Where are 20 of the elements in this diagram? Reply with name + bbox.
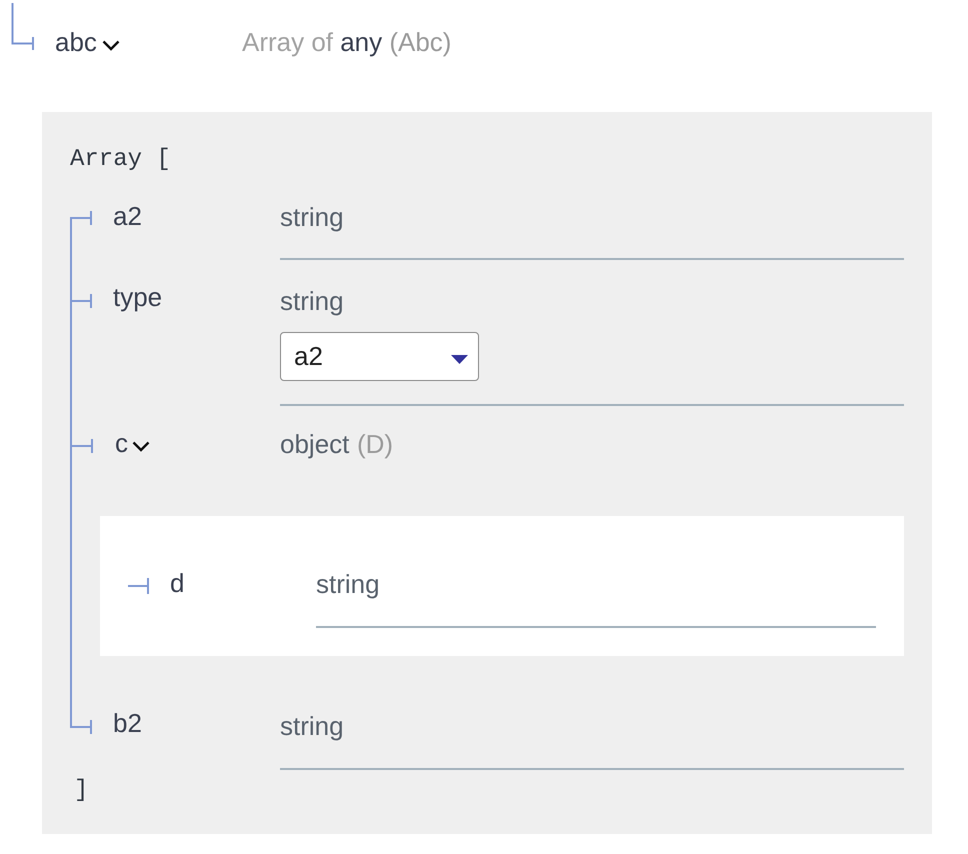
schema-panel: [42, 112, 932, 834]
type-prefix: Array of: [242, 27, 334, 57]
type-text: string: [280, 711, 344, 741]
property-name: type: [113, 282, 162, 312]
type-ref: (D): [357, 429, 394, 459]
property-name: a2: [113, 201, 142, 231]
property-name: c: [115, 428, 128, 458]
type-ref: (Abc): [389, 27, 452, 57]
property-name: b2: [113, 708, 142, 738]
select-dropdown: a2: [280, 332, 479, 381]
type-text: string: [316, 569, 380, 599]
nested-panel: [100, 516, 904, 656]
type-text: object: [280, 429, 350, 459]
property-name: d: [170, 568, 184, 598]
property-name: abc: [55, 27, 97, 57]
code-text: ]: [74, 776, 88, 805]
code-text: Array [: [70, 146, 171, 174]
type-text: string: [280, 286, 344, 316]
type-text: string: [280, 202, 344, 232]
type-name: any: [340, 27, 382, 57]
